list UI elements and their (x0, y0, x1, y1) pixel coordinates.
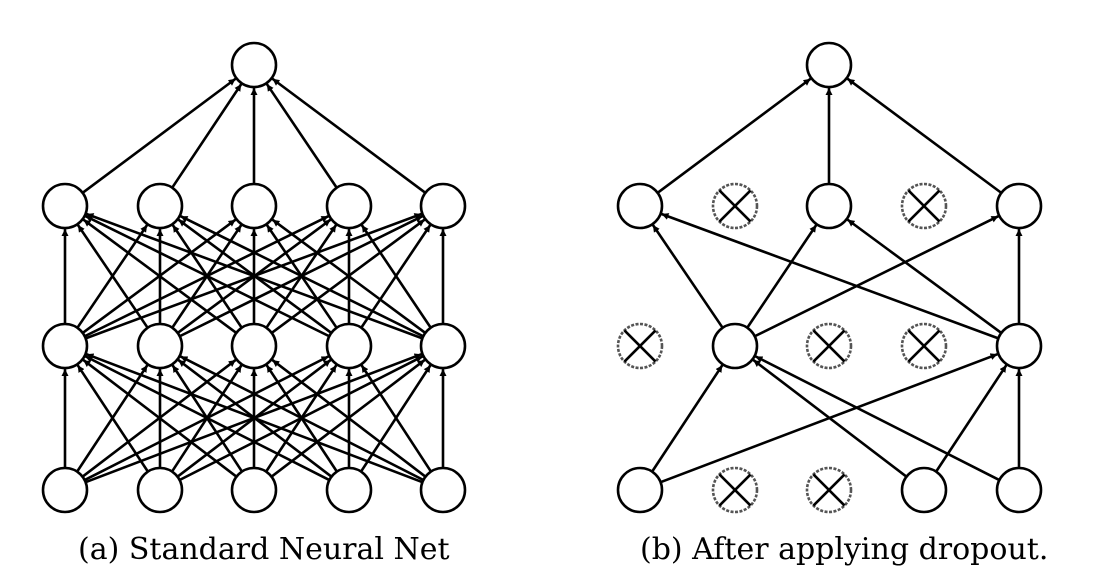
neuron-node (419, 182, 467, 230)
neuron-node (995, 322, 1043, 370)
connection-arrow (271, 358, 427, 478)
connection-arrow (84, 355, 330, 482)
connection-arrow (754, 215, 999, 338)
connection-arrow (746, 224, 818, 329)
neuron-node (41, 322, 89, 370)
connection-arrow (171, 83, 243, 189)
neuron-node (230, 466, 278, 514)
caption-standard-neural-net: (a) Standard Neural Net (78, 532, 450, 567)
caption-after-dropout: (b) After applying dropout. (640, 532, 1049, 567)
neuron-node (419, 466, 467, 514)
connection-arrow (271, 77, 427, 194)
connection-arrow (82, 358, 238, 478)
connection-arrow (846, 218, 1003, 334)
connection-arrow (82, 218, 238, 334)
neuron-node (805, 182, 853, 230)
connection-arrow (86, 212, 423, 340)
dropped-neuron-icon (711, 182, 759, 230)
panel-standard-neural-net (41, 41, 467, 514)
connection-arrow (651, 364, 724, 473)
connection-arrow (81, 77, 237, 194)
connection-arrow (76, 364, 149, 473)
neuron-node (325, 182, 373, 230)
neuron-node (325, 322, 373, 370)
connection-arrow (651, 224, 724, 329)
connection-arrow (360, 364, 433, 473)
connection-arrow (86, 352, 423, 484)
neuron-node (136, 466, 184, 514)
connection-arrow (180, 215, 424, 338)
neuron-node (230, 41, 278, 89)
connections (61, 77, 447, 484)
connection-arrow (935, 364, 1008, 473)
neuron-node (995, 466, 1043, 514)
neuron-node (41, 182, 89, 230)
neuron-node (136, 182, 184, 230)
connection-arrow (752, 358, 908, 478)
connection-arrow (85, 215, 330, 338)
neuron-node (995, 182, 1043, 230)
neuron-node (230, 182, 278, 230)
connection-arrow (846, 77, 1003, 194)
connection-arrow (76, 224, 149, 329)
connection-arrow (271, 218, 427, 334)
connection-arrow (754, 355, 1000, 482)
neuron-node (41, 466, 89, 514)
dropped-neuron-icon (805, 466, 853, 514)
dropped-neuron-icon (805, 322, 853, 370)
dropped-neuron-icon (900, 322, 948, 370)
dropped-neuron-icon (616, 322, 664, 370)
connection-arrow (656, 77, 812, 194)
connection-arrow (360, 224, 432, 329)
panel-after-dropout (616, 41, 1043, 514)
neuron-node (900, 466, 948, 514)
connection-arrow (265, 83, 338, 189)
dropped-neuron-icon (900, 182, 948, 230)
neuron-node (136, 322, 184, 370)
neuron-node (419, 322, 467, 370)
neuron-node (616, 182, 664, 230)
neuron-node (711, 322, 759, 370)
dropped-neuron-icon (711, 466, 759, 514)
neuron-node (230, 322, 278, 370)
neuron-node (616, 466, 664, 514)
connection-arrow (179, 355, 424, 482)
neuron-node (805, 41, 853, 89)
connection-arrow (661, 212, 999, 340)
connections (651, 77, 1023, 484)
neuron-node (325, 466, 373, 514)
